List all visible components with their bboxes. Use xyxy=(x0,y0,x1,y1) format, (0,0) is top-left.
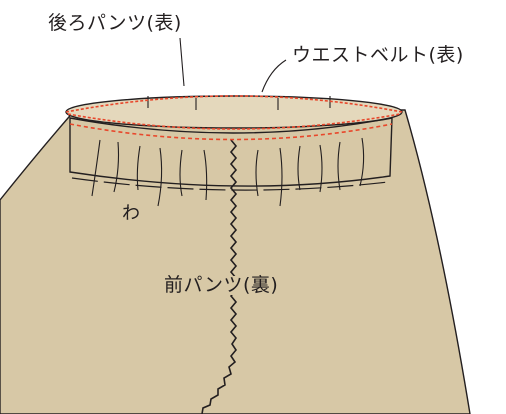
overlock-stitch xyxy=(65,95,403,141)
fold-label: わ xyxy=(122,203,141,224)
front-pants-label: 前パンツ(裏) xyxy=(162,274,281,296)
fold-line xyxy=(71,177,389,191)
waist-belt-leader xyxy=(261,59,287,93)
gather-lines xyxy=(91,96,365,207)
waist-belt-label: ウエストベルト(表) xyxy=(292,44,464,66)
back-pants-label: 後ろパンツ(表) xyxy=(48,12,182,34)
belt-opening xyxy=(65,95,403,129)
back-pants-leader xyxy=(179,37,185,87)
